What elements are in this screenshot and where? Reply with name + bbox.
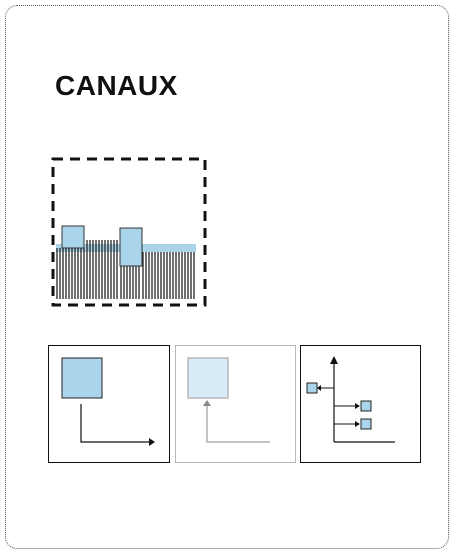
channels-panel: CANAUX	[5, 5, 449, 549]
layer-thumbnail-disabled	[175, 345, 296, 463]
layer-thumbnail-active	[48, 345, 170, 463]
channels-bar-icon	[50, 156, 210, 308]
layer-hierarchy-diagram	[300, 345, 421, 463]
panel-title: CANAUX	[55, 70, 178, 101]
